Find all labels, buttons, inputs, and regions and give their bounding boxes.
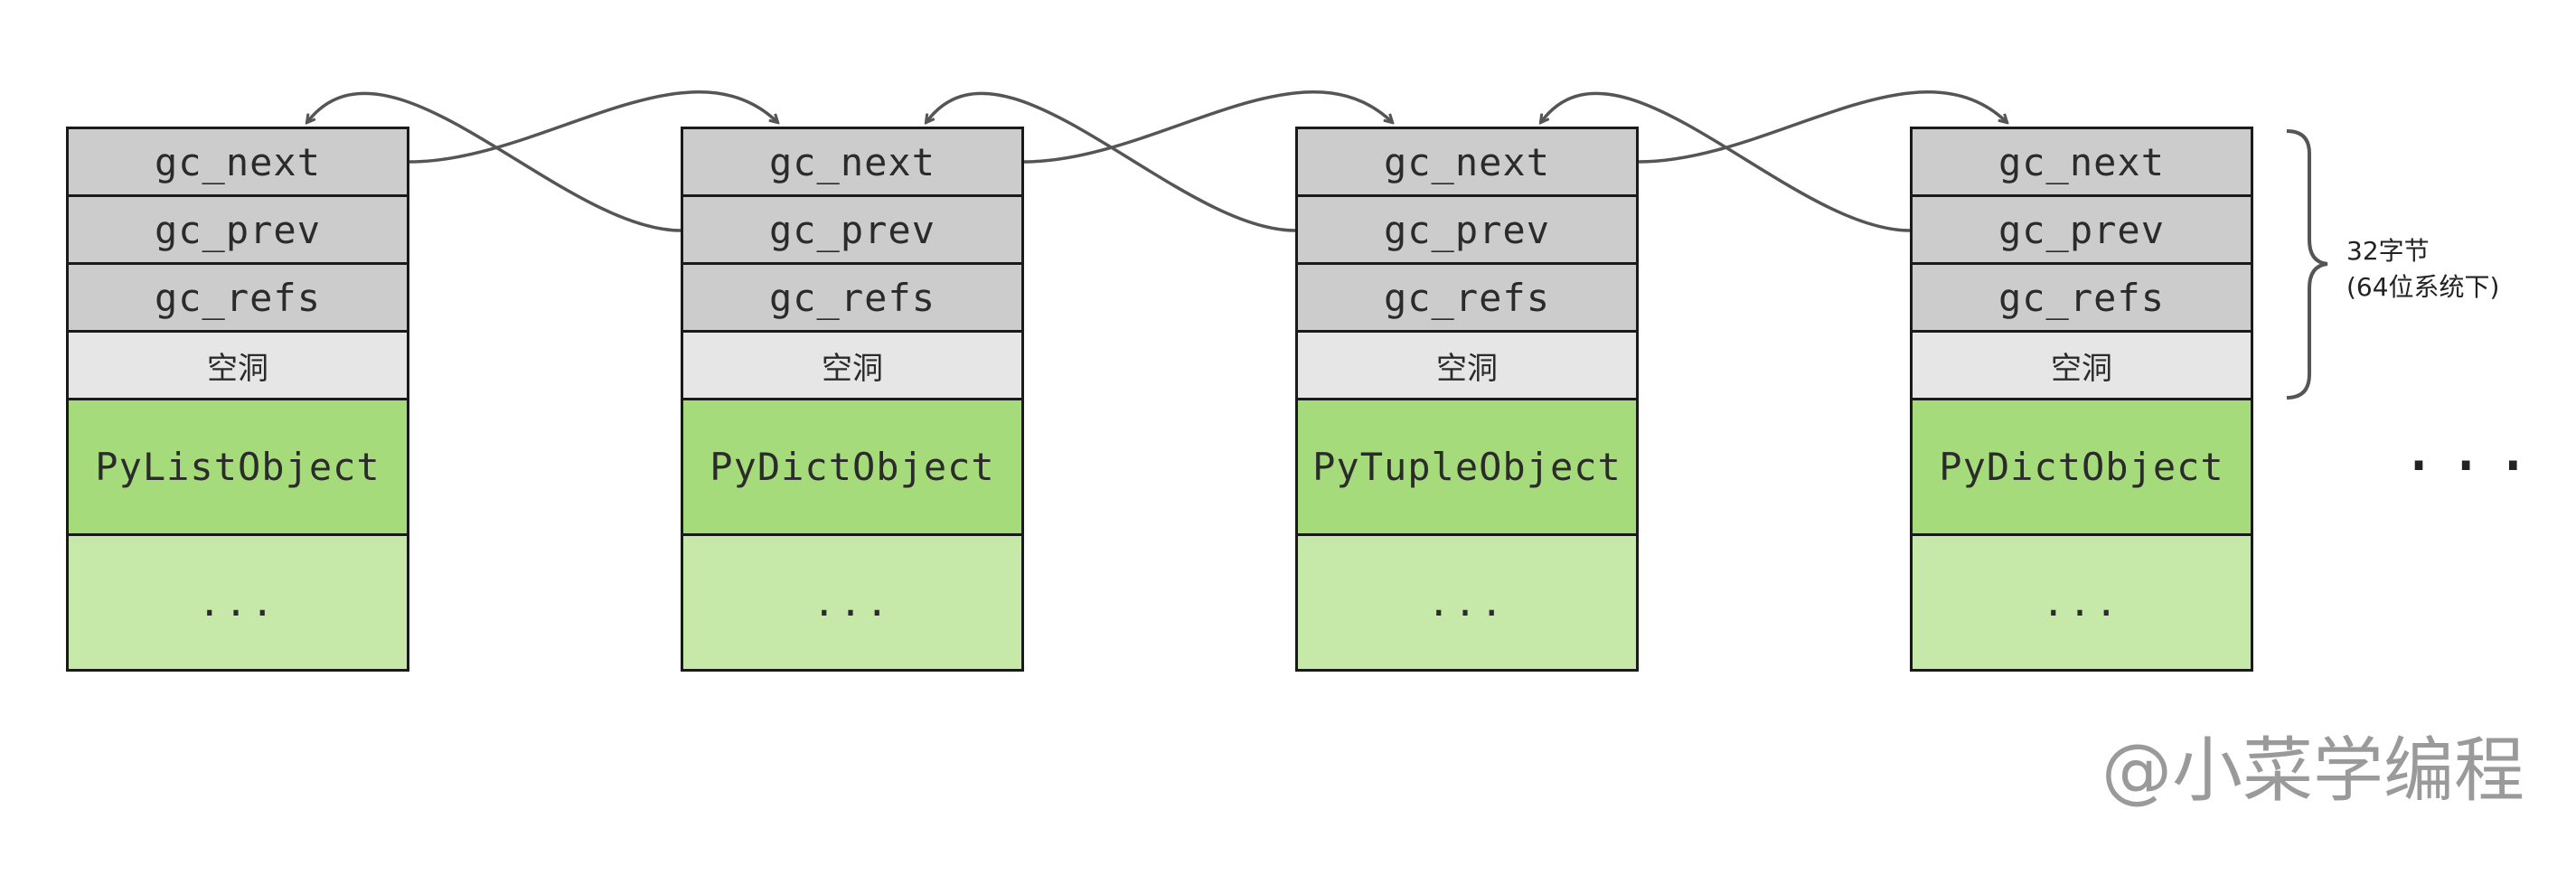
object-type: PyDictObject (1910, 398, 2253, 536)
gc-prev-field: gc_prev (66, 194, 409, 265)
object-rest: ... (1910, 533, 2253, 672)
gc-prev-field: gc_prev (1910, 194, 2253, 265)
padding-gap: 空洞 (66, 330, 409, 400)
padding-gap: 空洞 (681, 330, 1024, 400)
gc-object-block-1: gc_next gc_prev gc_refs 空洞 PyListObject … (66, 127, 409, 672)
object-rest: ... (1295, 533, 1639, 672)
object-type: PyTupleObject (1295, 398, 1639, 536)
gc-next-field: gc_next (1910, 127, 2253, 197)
gc-refs-field: gc_refs (66, 262, 409, 333)
trailing-ellipsis: ... (2400, 411, 2542, 485)
watermark: @小菜学编程 (2101, 730, 2525, 812)
gc-next-field: gc_next (1295, 127, 1639, 197)
brace-label-note: (64位系统下) (2346, 272, 2500, 302)
gc-refs-field: gc_refs (681, 262, 1024, 333)
gc-object-block-3: gc_next gc_prev gc_refs 空洞 PyTupleObject… (1295, 127, 1639, 672)
gc-prev-field: gc_prev (681, 194, 1024, 265)
gc-refs-field: gc_refs (1910, 262, 2253, 333)
gc-next-field: gc_next (681, 127, 1024, 197)
gc-prev-field: gc_prev (1295, 194, 1639, 265)
gc-refs-field: gc_refs (1295, 262, 1639, 333)
padding-gap: 空洞 (1910, 330, 2253, 400)
object-rest: ... (66, 533, 409, 672)
gc-object-block-4: gc_next gc_prev gc_refs 空洞 PyDictObject … (1910, 127, 2253, 672)
object-rest: ... (681, 533, 1024, 672)
gc-object-block-2: gc_next gc_prev gc_refs 空洞 PyDictObject … (681, 127, 1024, 672)
brace-label-size: 32字节 (2346, 236, 2430, 266)
padding-gap: 空洞 (1295, 330, 1639, 400)
size-brace (2286, 129, 2328, 400)
object-type: PyDictObject (681, 398, 1024, 536)
gc-next-field: gc_next (66, 127, 409, 197)
object-type: PyListObject (66, 398, 409, 536)
